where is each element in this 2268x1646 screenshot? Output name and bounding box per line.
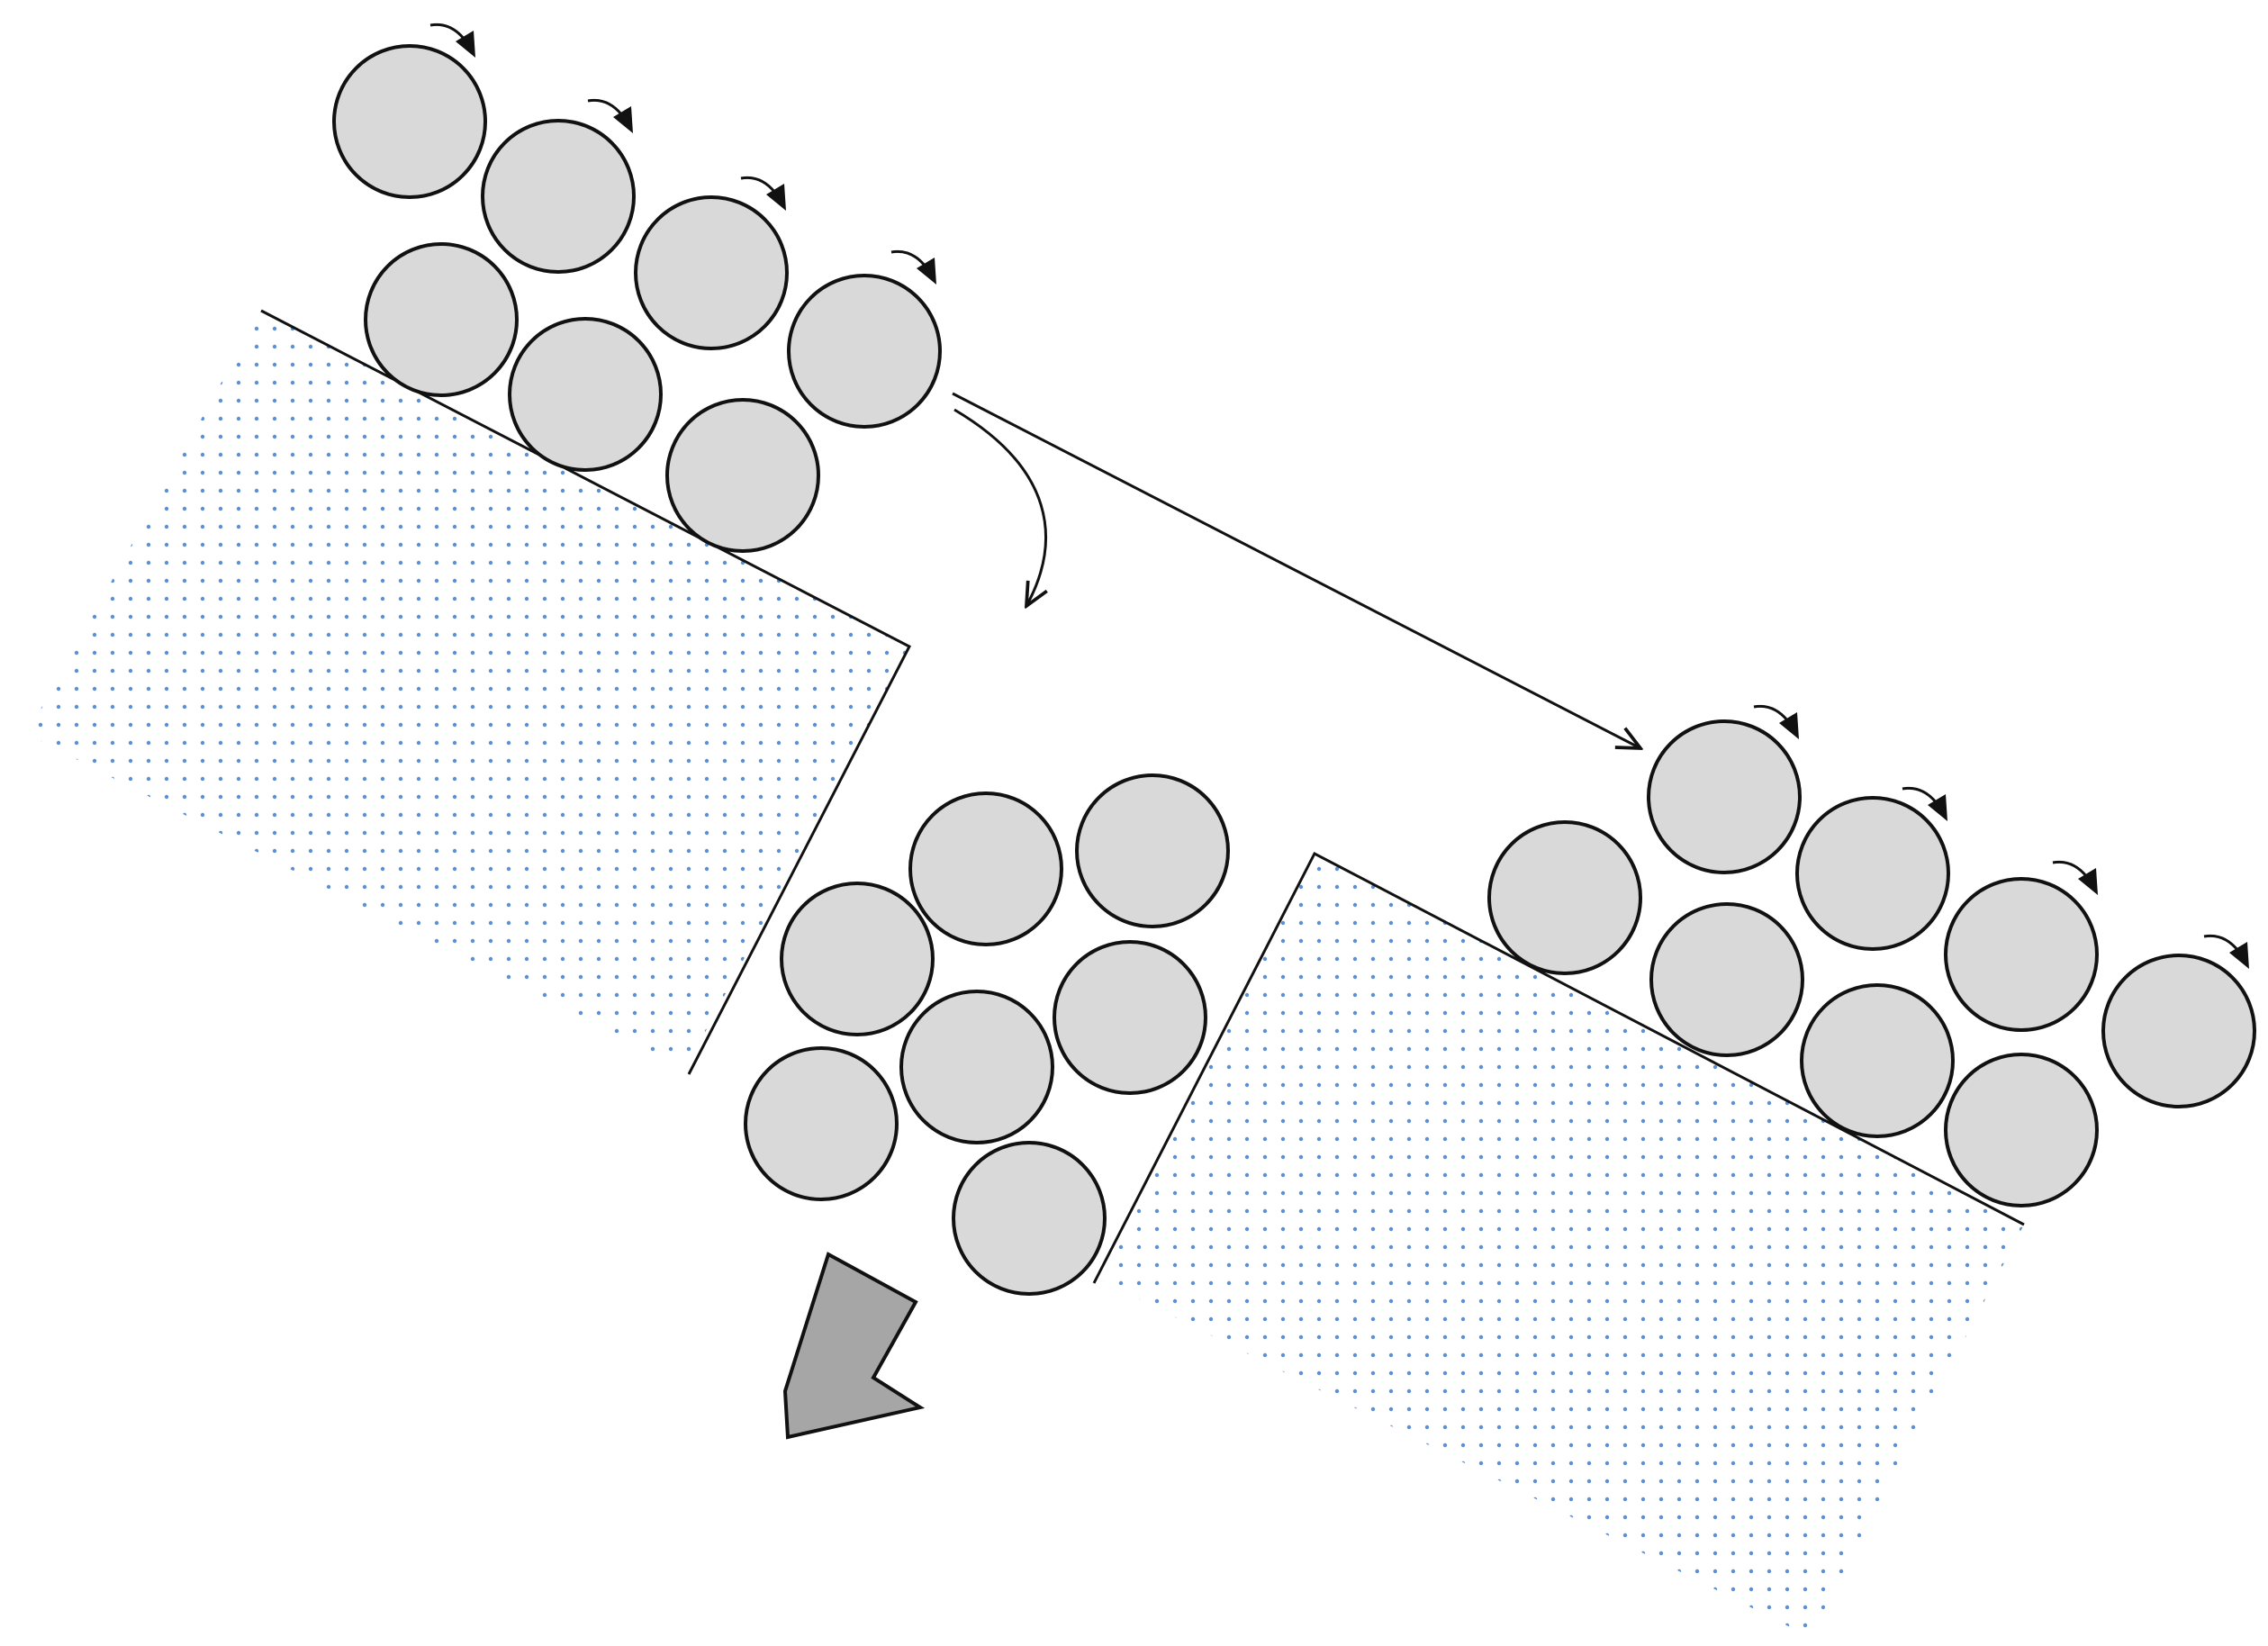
particle <box>1944 1053 2099 1207</box>
curved-arrow-icon <box>2052 860 2098 895</box>
curved-arrow-icon <box>2203 934 2249 969</box>
right-slope-block <box>1092 851 2025 1637</box>
particle <box>1487 820 1642 975</box>
particle <box>1053 940 1207 1095</box>
curved-arrow-icon <box>429 23 475 58</box>
particle <box>1800 983 1955 1138</box>
falling-particle-cluster <box>744 773 1230 1296</box>
right-slope-outline <box>1092 851 2025 1284</box>
particle <box>1795 796 1950 951</box>
particle <box>332 44 487 199</box>
lower-right-rotation-arrows <box>1753 704 2249 969</box>
particle <box>908 791 1063 946</box>
curved-arrow-icon <box>1753 704 1799 739</box>
particle <box>2101 954 2256 1108</box>
left-block-texture <box>27 311 909 1072</box>
particle <box>364 242 519 397</box>
particle <box>1075 773 1230 928</box>
particle <box>665 398 820 553</box>
particle <box>1944 877 2099 1032</box>
right-block-texture <box>1098 854 2024 1637</box>
detach-curved-arrow <box>953 408 1045 606</box>
curved-arrow-icon <box>890 249 936 285</box>
big-down-left-arrow-icon <box>782 1252 926 1440</box>
particle <box>1647 719 1802 874</box>
particle <box>1649 902 1804 1057</box>
curved-arrow-icon <box>740 176 786 211</box>
particle <box>899 990 1054 1144</box>
particle <box>744 1046 899 1201</box>
particle <box>634 195 789 350</box>
particle <box>780 882 935 1036</box>
left-slope-block <box>27 309 912 1075</box>
curved-arrow-icon <box>1902 786 1947 821</box>
particle <box>952 1141 1107 1296</box>
upper-left-rotation-arrows <box>429 23 936 285</box>
upper-left-particle-stack <box>332 44 942 553</box>
lower-right-particle-stack <box>1487 719 2256 1207</box>
particle <box>508 317 663 472</box>
particle <box>787 274 942 429</box>
curved-arrow-icon <box>587 98 633 133</box>
particle <box>481 119 636 274</box>
left-slope-outline <box>260 309 912 1075</box>
transition-straight-arrow <box>952 392 1640 748</box>
